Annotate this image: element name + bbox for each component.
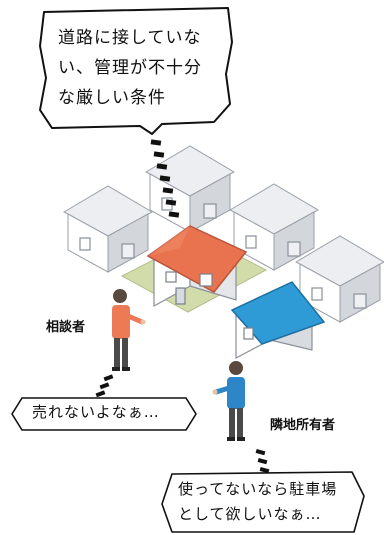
neighbor-speech-bubble	[161, 471, 365, 533]
top-bubble-line-2: い、管理が不十分	[58, 58, 202, 78]
consultant-label: 相談者	[46, 320, 86, 335]
consultant-figure	[112, 289, 146, 371]
top-condition-bubble	[39, 7, 233, 135]
consultant-speech-text: 売れないよなぁ…	[32, 403, 160, 421]
neighbor-house-back	[145, 145, 235, 233]
neighbor-speech-trail	[255, 449, 270, 474]
consultant-speech-trail	[95, 374, 114, 398]
target-house	[146, 225, 248, 308]
neighbor-figure	[212, 361, 245, 441]
neighbor-label: 隣地所有者	[270, 418, 336, 433]
thought-trail-dashes	[150, 139, 180, 218]
neighbor-house-left	[63, 185, 153, 273]
top-bubble-line-1: 道路に接していな	[58, 28, 202, 48]
neighbor-speech-line-2: として欲しいなぁ…	[178, 505, 322, 523]
neighbor-speech-line-1: 使ってないなら駐車場	[178, 480, 338, 498]
consultant-speech-bubble	[11, 397, 197, 431]
top-bubble-line-3: な厳しい条件	[58, 88, 166, 108]
neighbor-house-blue-roof	[230, 281, 326, 359]
